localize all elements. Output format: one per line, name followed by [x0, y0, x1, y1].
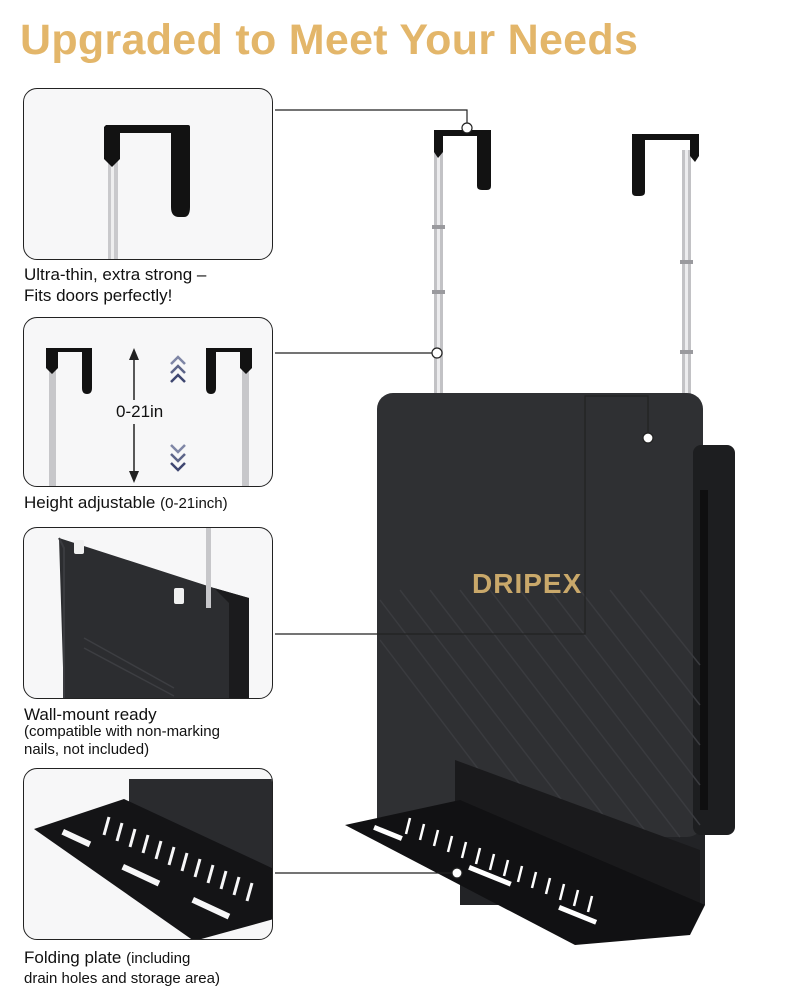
- feature-3-caption: Wall-mount ready: [24, 704, 157, 725]
- feature-3-sub-line1: (compatible with non-marking: [24, 723, 220, 740]
- wall-mount-illustration: [58, 528, 249, 698]
- range-label: 0-21in: [116, 402, 164, 421]
- feature-3-sub-line2: nails, not included): [24, 741, 150, 758]
- feature-1-line2: Fits doors perfectly!: [24, 286, 173, 305]
- brand-logo: DRIPEX: [472, 568, 583, 599]
- page-title: Upgraded to Meet Your Needs: [20, 16, 639, 64]
- telescopic-pole-left: [432, 150, 445, 400]
- feature-4-caption: Folding plate (including: [24, 947, 190, 969]
- chevron-down-icon: [170, 444, 186, 472]
- hook-closeup-illustration: [104, 125, 190, 259]
- product-body: [377, 393, 703, 837]
- connector-lines: [275, 109, 649, 874]
- chevron-up-icon: [170, 355, 186, 383]
- folding-plate-panel: [23, 768, 273, 940]
- hook-detail-panel: [23, 88, 273, 260]
- door-hook-left: [434, 130, 491, 190]
- feature-2-main: Height adjustable: [24, 493, 156, 512]
- callout-dots: [431, 122, 654, 879]
- feature-4-sub: drain holes and storage area): [24, 970, 220, 987]
- height-adjust-panel: 0-21in: [23, 317, 273, 487]
- height-adjust-illustration: [46, 348, 252, 486]
- feature-3-main: Wall-mount ready: [24, 705, 157, 724]
- feature-1-line1: Ultra-thin, extra strong –: [24, 265, 207, 284]
- feature-4-paren: (including: [126, 950, 191, 967]
- wall-mount-panel: [23, 527, 273, 699]
- door-hook-right: [632, 134, 699, 196]
- folding-plate: [345, 800, 705, 945]
- feature-1-caption: Ultra-thin, extra strong – Fits doors pe…: [24, 264, 206, 306]
- feature-3-sub: (compatible with non-marking nails, not …: [24, 723, 220, 759]
- feature-2-caption: Height adjustable (0-21inch): [24, 492, 228, 514]
- body-texture: [379, 589, 701, 838]
- feature-4-main: Folding plate: [24, 948, 122, 967]
- feature-2-paren: (0-21inch): [160, 495, 228, 512]
- folding-plate-illustration: [34, 779, 272, 939]
- telescopic-pole-right: [680, 150, 693, 445]
